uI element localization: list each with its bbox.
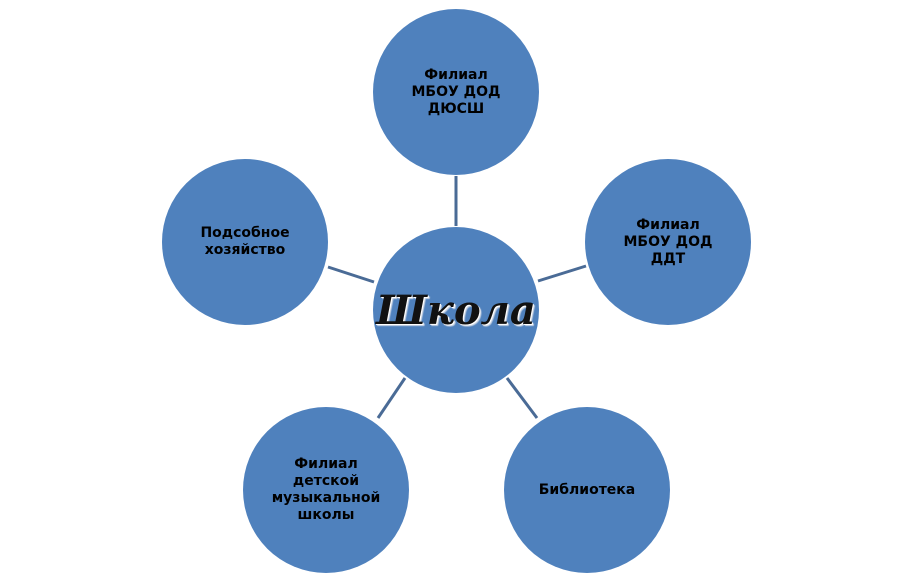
connector-music: [376, 377, 407, 419]
node-label-library: Библиотека: [538, 481, 636, 498]
connector-library: [505, 377, 539, 419]
node-library: Библиотека: [504, 407, 670, 573]
connector-ddt: [537, 264, 587, 283]
node-label-dyussh: Филиал МБОУ ДОД ДЮСШ: [411, 66, 501, 117]
node-label-ddt: Филиал МБОУ ДОД ДДТ: [623, 216, 713, 267]
node-branch-ddt: Филиал МБОУ ДОД ДДТ: [585, 159, 751, 325]
node-branch-music-school: Филиал детской музыкальной школы: [243, 407, 409, 573]
node-branch-dyussh: Филиал МБОУ ДОД ДЮСШ: [373, 9, 539, 175]
node-label-farm: Подсобное хозяйство: [200, 225, 290, 258]
center-label: Школа: [376, 286, 536, 334]
node-label-music: Филиал детской музыкальной школы: [271, 456, 381, 523]
node-farm: Подсобное хозяйство: [162, 159, 328, 325]
node-center-school: Школа: [373, 227, 539, 393]
connector-farm: [327, 265, 375, 284]
